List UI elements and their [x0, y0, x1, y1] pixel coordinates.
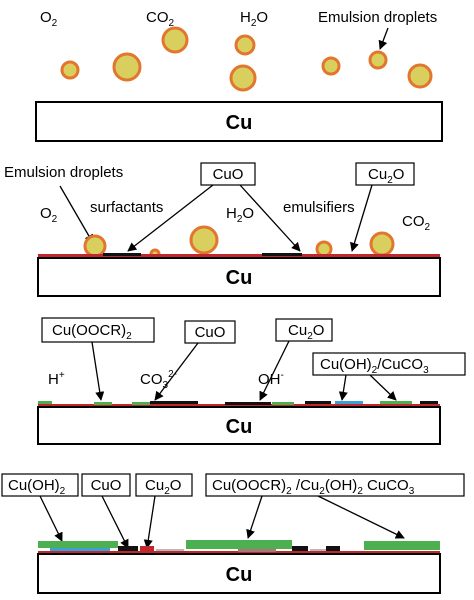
- carboxylate-layer: [364, 541, 440, 550]
- emulsion-droplet: [369, 231, 395, 257]
- cu-oocr-box: [41, 317, 155, 343]
- cu2o-arrow: [259, 340, 290, 401]
- cuo-patch: [262, 253, 302, 256]
- cu2o-arrow: [143, 495, 156, 549]
- droplet-arrow: [59, 185, 94, 244]
- cu-oocr-arrow: [91, 341, 105, 401]
- emulsion-droplet: [234, 34, 256, 56]
- carboxylate-patch: [380, 401, 412, 404]
- carboxylate-layer: [38, 541, 118, 548]
- hydroxide-layer: [50, 548, 110, 551]
- cuo-patch: [326, 546, 340, 551]
- emulsion-droplet: [60, 60, 80, 80]
- cu-oh-arrow: [39, 495, 63, 542]
- cuo-label: CuO: [91, 477, 122, 494]
- gas-co2-label: CO2: [146, 9, 175, 29]
- emulsion-droplet: [161, 26, 189, 54]
- cu-label: Cu: [226, 564, 253, 586]
- emulsion-droplet: [112, 52, 142, 82]
- droplet-label: Emulsion droplets: [318, 9, 437, 26]
- cuo-box: [81, 473, 131, 497]
- cu-substrate: [37, 553, 441, 594]
- cuo-patch: [150, 401, 198, 404]
- mixed-products-arrow: [246, 495, 263, 539]
- cu2o-box: [355, 162, 415, 186]
- droplet-label: Emulsion droplets: [4, 164, 123, 181]
- emulsion-droplet: [321, 56, 341, 76]
- cuo-patch: [420, 401, 438, 404]
- cuo-arrow: [154, 342, 199, 401]
- carboxylate-patch: [132, 402, 150, 405]
- cu-oh-co3-label: Cu(OH)2/CuCO3: [320, 356, 429, 376]
- emulsion-droplet: [83, 234, 107, 258]
- gas-h2o-label: H2O: [226, 205, 254, 225]
- cu2o-label: Cu2O: [368, 166, 404, 186]
- oxide-film: [38, 404, 440, 407]
- cuo-patch: [292, 546, 308, 551]
- cuo-arrow: [101, 495, 129, 549]
- cu-substrate: [35, 101, 443, 142]
- ion-oh-label: OH-: [258, 370, 284, 388]
- hydroxide-patch: [335, 401, 363, 404]
- emulsifiers-label: emulsifiers: [283, 199, 355, 216]
- gas-o2-label: O2: [40, 205, 58, 225]
- cuo-patch: [118, 546, 138, 551]
- mixed-products-label: Cu(OOCR)2 /Cu2(OH)2 CuCO3: [212, 477, 415, 497]
- panel-4: Cu(OH)2 CuO Cu2O Cu(OOCR)2 /Cu2(OH)2 CuC…: [1, 473, 465, 594]
- ion-h-label: H+: [48, 370, 65, 388]
- grey-patch: [310, 549, 326, 551]
- cuo-box: [184, 320, 236, 344]
- emulsion-droplet: [368, 50, 388, 70]
- carboxylate-patch: [94, 402, 112, 405]
- cu-oh-co3-arrow: [369, 374, 397, 401]
- cu-oh-co3-box: [312, 352, 466, 376]
- emulsion-droplet: [407, 63, 433, 89]
- surfactants-label: surfactants: [90, 199, 163, 216]
- emulsion-droplet: [315, 240, 333, 258]
- gas-co2-label: CO2: [402, 213, 431, 233]
- panel-2: Emulsion droplets CuO Cu2O O2 surfactant…: [4, 162, 441, 297]
- grey-patch: [156, 549, 184, 551]
- mixed-products-box: [205, 473, 465, 497]
- cu2o-label: Cu2O: [288, 322, 324, 342]
- cu2o-box: [135, 473, 193, 497]
- cu-oh-label: Cu(OH)2: [8, 477, 66, 497]
- panel-1: O2 CO2 H2O Emulsion droplets Cu: [35, 9, 443, 142]
- mauve-patch: [238, 549, 276, 552]
- cu2o-label: Cu2O: [145, 477, 181, 497]
- oxide-film: [38, 254, 440, 258]
- cu-label: Cu: [226, 112, 253, 134]
- carboxylate-patch: [272, 402, 294, 405]
- oxide-film: [38, 551, 440, 554]
- cuo-label: CuO: [195, 324, 226, 341]
- emulsion-droplet: [229, 64, 257, 92]
- gas-o2-label: O2: [40, 9, 58, 29]
- cuo-arrow: [127, 184, 214, 252]
- cu-label: Cu: [226, 416, 253, 438]
- cuo-arrow: [239, 184, 301, 252]
- cuo-patch: [103, 253, 141, 256]
- cu-label: Cu: [226, 267, 253, 289]
- emulsion-droplet: [189, 225, 219, 255]
- cu-oocr-label: Cu(OOCR)2: [52, 322, 132, 342]
- mixed-products-arrow: [317, 495, 405, 539]
- cu-substrate: [37, 257, 441, 297]
- cu-substrate: [37, 406, 441, 445]
- gas-h2o-label: H2O: [240, 9, 268, 29]
- cuo-patch: [225, 402, 271, 405]
- cuo-label: CuO: [213, 166, 244, 183]
- cu2o-arrow: [350, 184, 373, 252]
- cuo-patch: [305, 401, 331, 404]
- ion-co3-label: CO32-: [140, 369, 177, 391]
- cu2o-box: [275, 318, 333, 342]
- cu-oh-co3-arrow: [338, 374, 348, 401]
- cuo-box: [200, 162, 256, 186]
- carboxylate-layer: [186, 540, 292, 549]
- carboxylate-patch: [38, 401, 52, 404]
- droplet-arrow: [378, 27, 389, 50]
- cu2o-patch: [140, 546, 154, 551]
- panel-3: Cu(OOCR)2 CuO Cu2O Cu(OH)2/CuCO3 H+ CO32…: [37, 317, 466, 445]
